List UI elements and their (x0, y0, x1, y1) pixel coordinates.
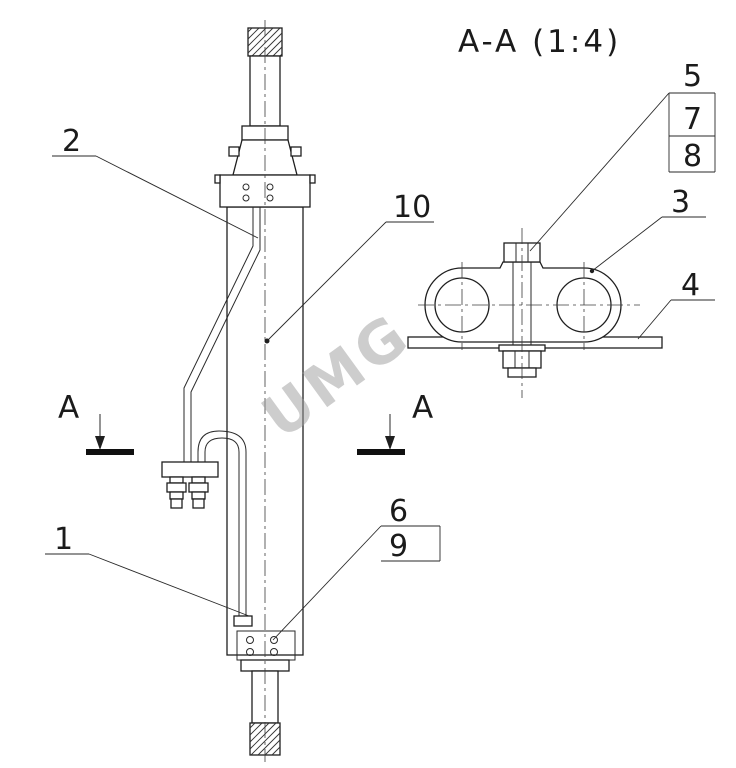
callout-4: 4 (637, 268, 715, 340)
callout-2-label: 2 (62, 124, 81, 159)
pipe-port-fitting (233, 615, 253, 627)
callout-5-7-8-group: 5 7 8 (529, 59, 716, 252)
callout-6-9-group: 6 9 (272, 494, 441, 641)
callout-3: 3 (589, 185, 706, 274)
section-view: A-A (1:4) (407, 24, 663, 398)
section-cut-right: A (357, 390, 433, 455)
section-view-title: A-A (1:4) (458, 24, 621, 60)
section-arrow-left (95, 436, 105, 450)
callout-10: 10 (264, 190, 434, 344)
hydraulic-pipes (161, 207, 261, 627)
section-label-right: A (412, 390, 433, 426)
callout-4-label: 4 (681, 268, 700, 303)
clevis-bracket (424, 261, 622, 343)
callout-7-label: 7 (683, 102, 702, 137)
callout-1-label: 1 (54, 522, 73, 557)
callout-3-label: 3 (671, 185, 690, 220)
section-label-left: A (58, 390, 79, 426)
callout-1: 1 (45, 522, 250, 617)
rod-top-hatch (247, 27, 283, 57)
pipe-fitting-block (161, 461, 219, 509)
callout-9-label: 9 (389, 529, 408, 564)
section-cut-left: A (58, 390, 134, 455)
section-arrow-right (385, 436, 395, 450)
callout-10-label: 10 (393, 190, 431, 225)
callouts: 2 10 1 6 9 5 7 8 (45, 59, 716, 641)
callout-5-label: 5 (683, 59, 702, 94)
callout-2: 2 (52, 124, 259, 239)
callout-6-label: 6 (389, 494, 408, 529)
main-view (161, 20, 316, 762)
callout-8-label: 8 (683, 139, 702, 174)
rod-bottom-hatch (249, 722, 281, 756)
